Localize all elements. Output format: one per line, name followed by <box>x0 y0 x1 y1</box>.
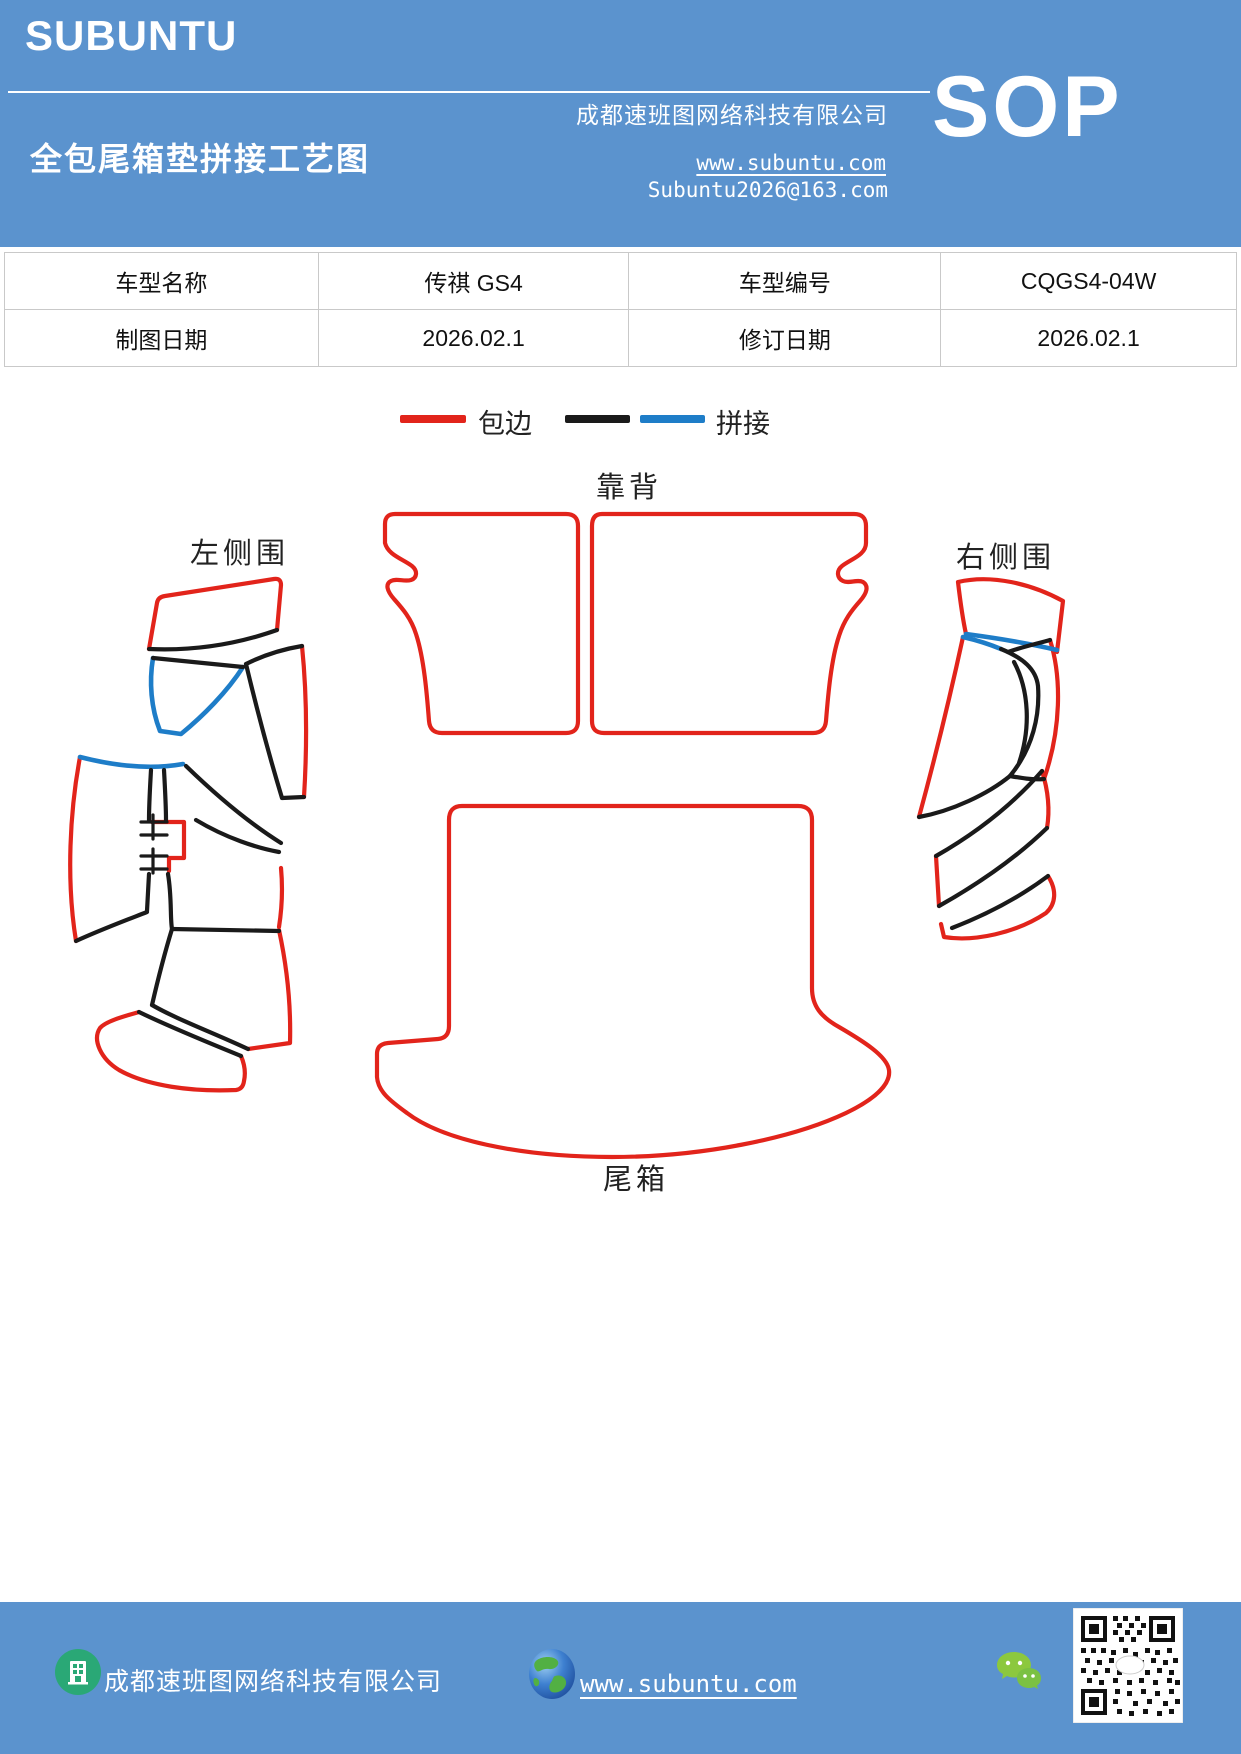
qr-code <box>1073 1608 1183 1723</box>
header-banner: SUBUNTU 全包尾箱垫拼接工艺图 成都速班图网络科技有限公司 www.sub… <box>0 0 1241 247</box>
right-blue-stitch-lower <box>960 634 1004 652</box>
header-website-link[interactable]: www.subuntu.com <box>696 151 886 175</box>
backrest-left-piece-outline <box>382 511 581 736</box>
cell-revise-date-value: 2026.02.1 <box>940 309 1237 367</box>
left-fan-curve-1 <box>183 763 284 846</box>
left-stem-line-4 <box>165 871 175 932</box>
label-right-side: 右侧围 <box>956 542 1056 574</box>
right-band-black-bottom <box>1007 773 1047 782</box>
footer-website-link[interactable]: www.subuntu.com <box>580 1670 797 1698</box>
left-big-piece-black-bottom <box>73 909 150 944</box>
page-title: 全包尾箱垫拼接工艺图 <box>30 141 371 177</box>
left-big-piece-red-edge <box>68 754 83 944</box>
alignment-mark-1 <box>139 813 169 841</box>
left-trapezoid-red-edge <box>245 927 293 1052</box>
right-blue-stitch-upper <box>963 631 1060 653</box>
left-trapezoid-black-top <box>169 926 282 934</box>
right-boot-black-top <box>949 873 1051 931</box>
left-top-piece-red-edge <box>146 576 284 652</box>
footer-company-name: 成都速班图网络科技有限公司 <box>104 1668 443 1696</box>
left-band-black-top <box>243 643 305 667</box>
right-chevron-red-right-edge <box>1039 768 1051 831</box>
header-email: Subuntu2026@163.com <box>647 178 888 202</box>
right-big-piece-black-bottom <box>916 773 1013 820</box>
right-band-inner-curve <box>1011 659 1029 766</box>
building-icon <box>55 1649 101 1695</box>
left-blue-stitch-upper <box>148 655 246 737</box>
cell-model-name-label: 车型名称 <box>4 252 319 310</box>
cell-draw-date-label: 制图日期 <box>4 309 319 367</box>
left-stem-line-3 <box>144 871 152 914</box>
label-backrest: 靠背 <box>596 472 663 504</box>
trunk-mat-outline <box>374 803 892 1160</box>
cell-model-name-value: 传祺 GS4 <box>317 252 630 310</box>
right-boot-piece-red-edge <box>938 873 1057 941</box>
right-chevron-black-bottom <box>936 825 1050 909</box>
legend-stitch-label: 拼接 <box>716 409 770 439</box>
right-big-piece-red-edge <box>916 634 966 820</box>
left-boot-piece-red-edge <box>94 1009 247 1093</box>
label-trunk: 尾箱 <box>603 1164 670 1196</box>
label-left-side: 左侧围 <box>190 538 290 570</box>
table-row: 制图日期 2026.02.1 修订日期 2026.02.1 <box>4 309 1237 367</box>
right-band-piece-red-edge <box>1041 637 1061 782</box>
right-band-black-top <box>1005 637 1053 655</box>
left-stem-line-2 <box>161 767 169 823</box>
left-mid-red-edge <box>276 865 285 930</box>
header-divider <box>8 91 930 93</box>
legend-edge-binding-label: 包边 <box>478 409 532 439</box>
legend-edge-binding-swatch <box>400 415 466 423</box>
backrest-right-piece-outline <box>589 511 869 736</box>
left-stem-line-1 <box>146 767 154 823</box>
left-band-piece-red-edge <box>299 643 309 800</box>
header-company-name: 成都速班图网络科技有限公司 <box>576 102 888 128</box>
globe-icon <box>529 1649 575 1699</box>
left-notch-red-edge <box>149 819 187 874</box>
sop-label: SOP <box>932 59 1123 155</box>
left-boot-black-top <box>136 1009 244 1059</box>
table-row: 车型名称 传祺 GS4 车型编号 CQGS4-04W <box>4 252 1237 310</box>
left-trapezoid-black-left <box>149 926 175 1008</box>
cell-model-code-label: 车型编号 <box>628 252 942 310</box>
left-band-black-left <box>243 661 307 801</box>
legend-stitch-black-swatch <box>565 415 630 423</box>
right-chevron-black-top <box>933 768 1045 859</box>
wechat-icon <box>997 1652 1041 1689</box>
legend-stitch-blue-swatch <box>640 415 705 423</box>
left-fan-curve-2 <box>193 817 282 855</box>
right-big-piece-black-right <box>998 646 1041 779</box>
left-trapezoid-black-bottom <box>149 1002 251 1052</box>
vehicle-info-table: 车型名称 传祺 GS4 车型编号 CQGS4-04W 制图日期 2026.02.… <box>4 252 1237 367</box>
left-blue-stitch-lower <box>77 754 186 770</box>
cell-revise-date-label: 修订日期 <box>628 309 942 367</box>
cell-model-code-value: CQGS4-04W <box>940 252 1237 310</box>
line-legend: 包边 拼接 <box>0 402 1241 439</box>
brand-logo: SUBUNTU <box>25 12 238 59</box>
right-chevron-red-left-edge <box>933 853 942 909</box>
alignment-mark-2 <box>139 847 169 875</box>
left-triangle-black-edge <box>150 655 246 670</box>
right-top-piece-red-edge <box>955 577 1066 655</box>
cell-draw-date-value: 2026.02.1 <box>317 309 630 367</box>
left-top-piece-black-edge <box>146 627 280 652</box>
